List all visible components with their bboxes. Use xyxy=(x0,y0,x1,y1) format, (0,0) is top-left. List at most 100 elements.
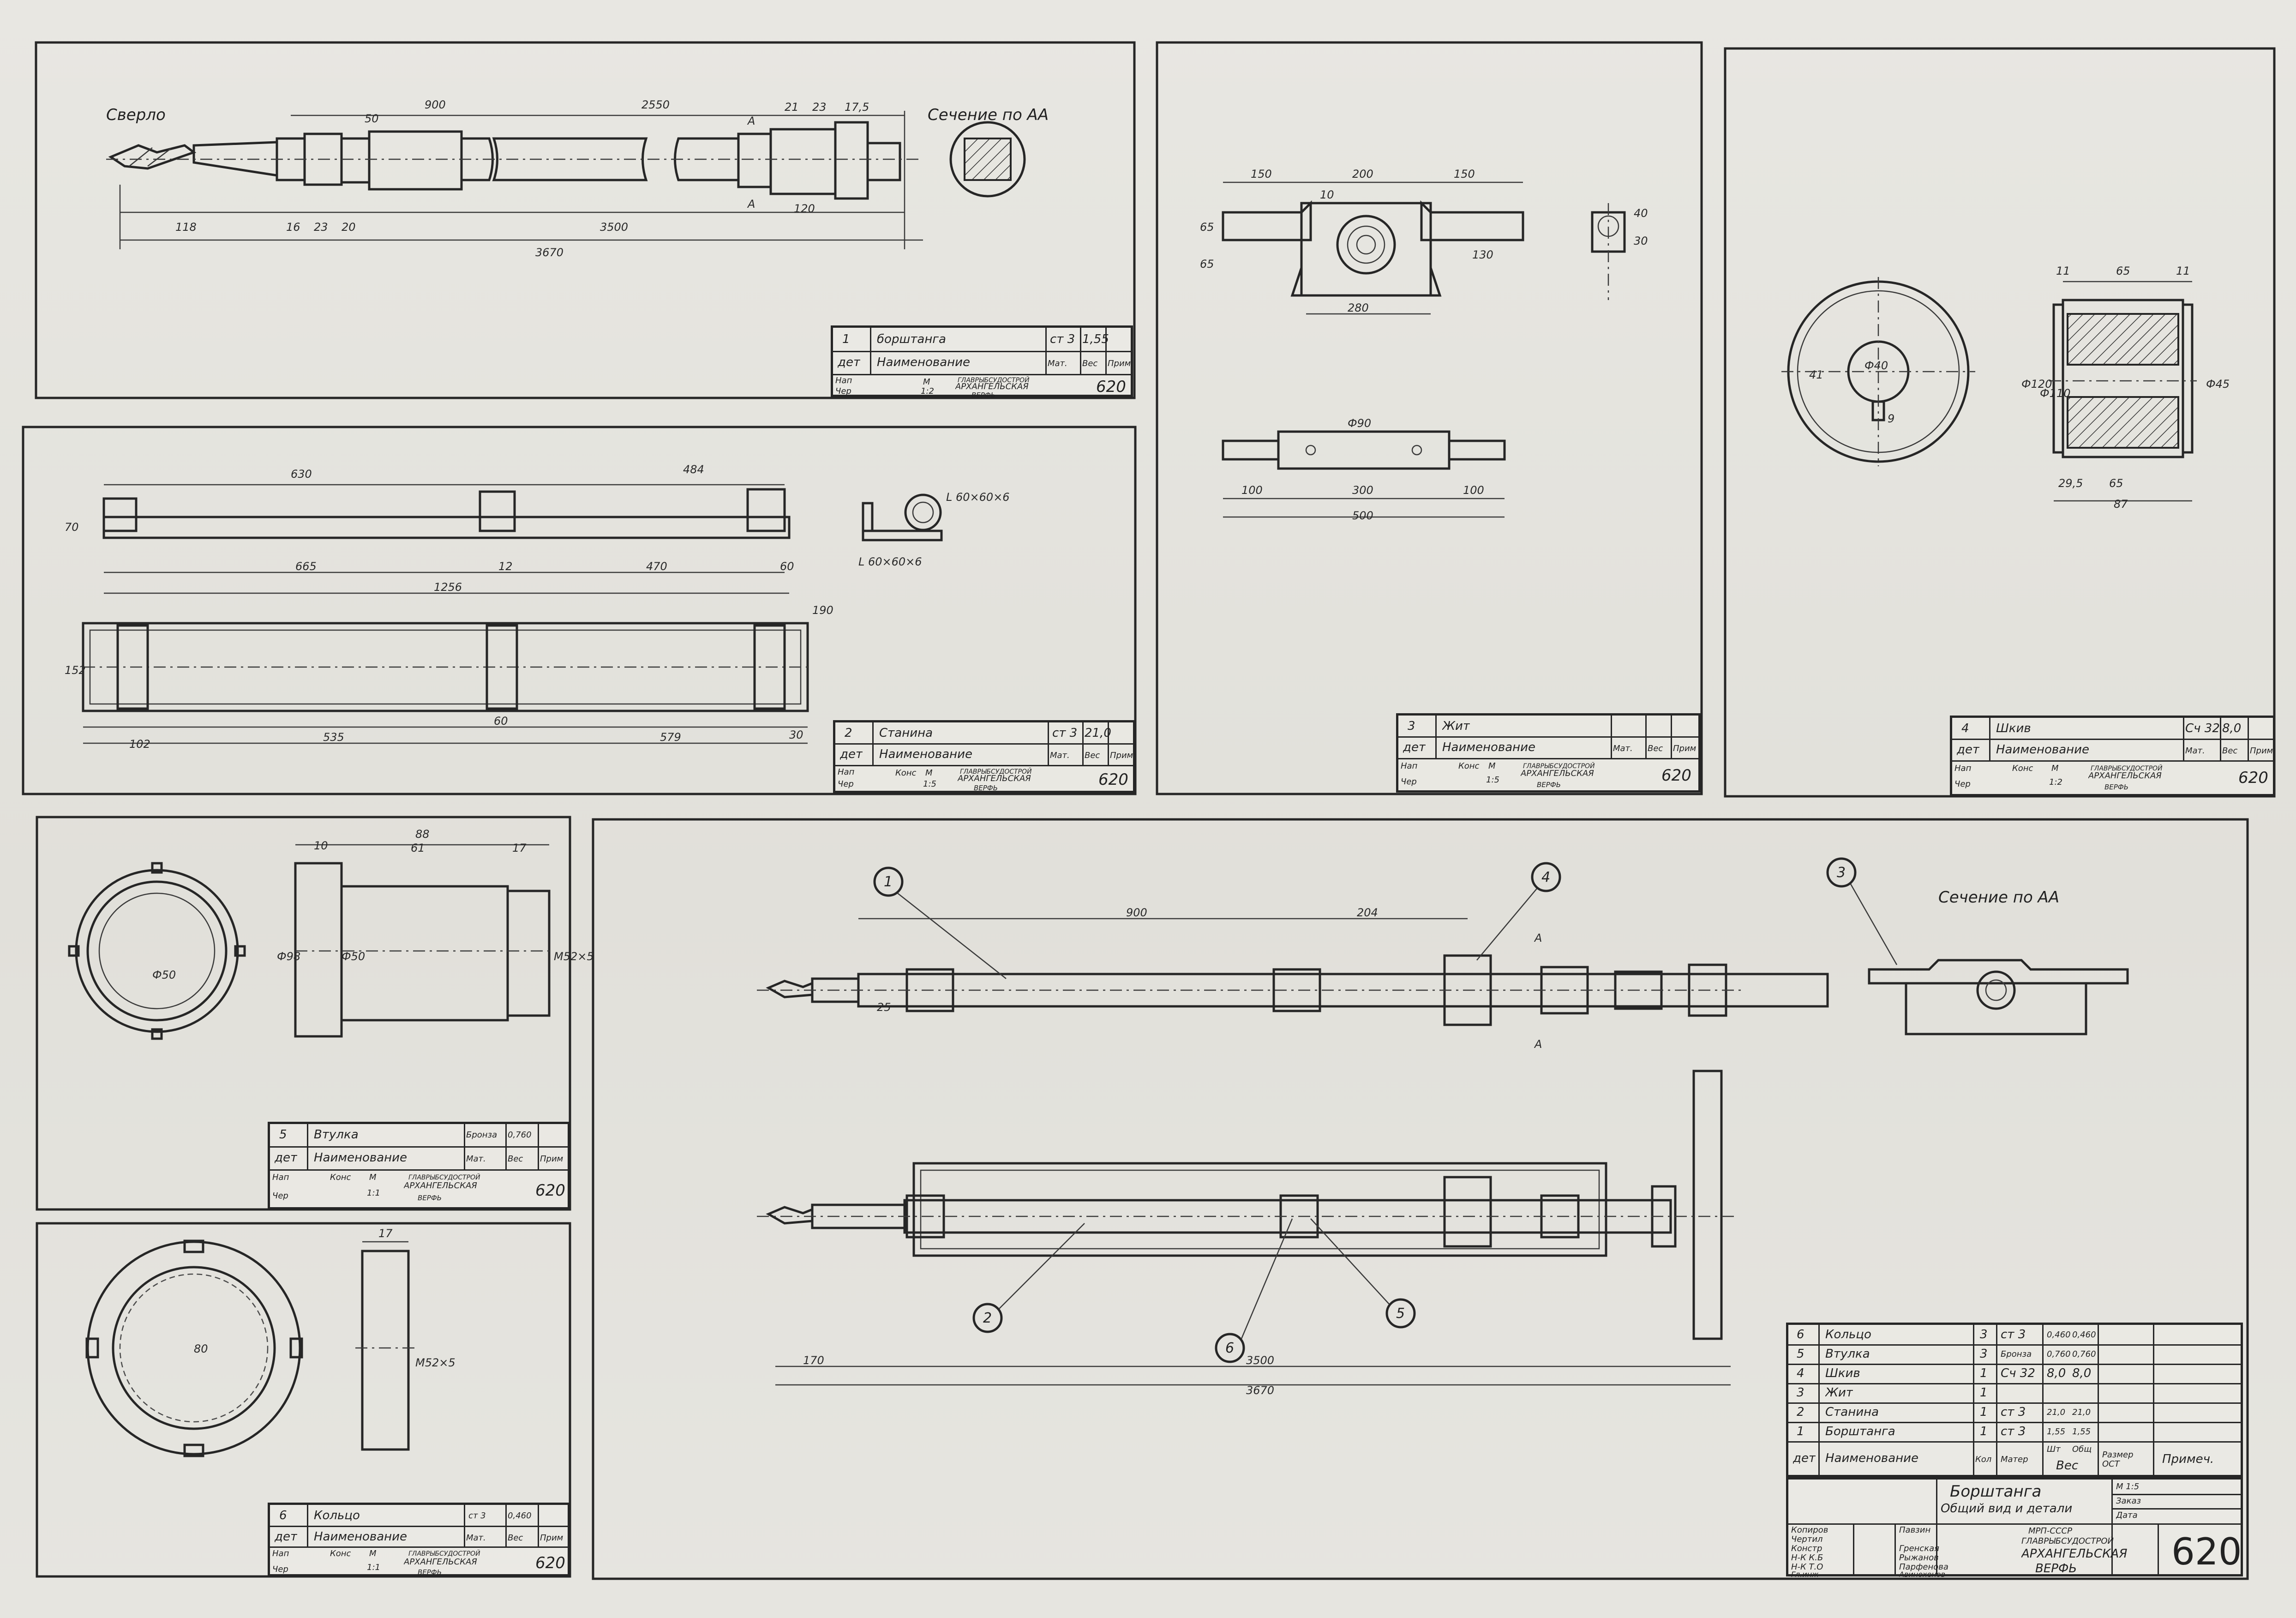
title-block-part4: 4 Шкив Сч 32 8,0 дет Наименование Мат. В… xyxy=(1950,716,2275,796)
svg-text:60: 60 xyxy=(780,560,794,573)
table-row: 1 Борштанга 1 ст 3 1,55 1,55 xyxy=(1788,1422,2241,1443)
svg-text:150: 150 xyxy=(1454,168,1475,180)
svg-text:3670: 3670 xyxy=(1246,1384,1274,1397)
frame-part5 xyxy=(36,816,571,1211)
svg-text:Ф110: Ф110 xyxy=(2040,387,2070,400)
part6-drawing: 17 80 М52×5 xyxy=(85,1227,456,1457)
title-block-part5: 5 Втулка Бронза 0,760 дет Наименование М… xyxy=(268,1122,570,1209)
part4-drawing: 11 65 11 Ф120 Ф110 Ф45 Ф40 41 9 29,5 65 … xyxy=(1781,265,2230,511)
svg-text:170: 170 xyxy=(803,1354,824,1367)
table-row: 2 Станина 1 ст 3 21,0 21,0 xyxy=(1788,1402,2241,1423)
svg-text:88: 88 xyxy=(415,828,430,841)
svg-text:17: 17 xyxy=(378,1227,393,1240)
balloon-1 xyxy=(873,866,904,897)
svg-text:80: 80 xyxy=(194,1342,208,1355)
bushing-circle xyxy=(75,869,239,1033)
balloon-3 xyxy=(1826,857,1857,888)
balloon-4 xyxy=(1531,862,1561,892)
svg-text:130: 130 xyxy=(1472,248,1493,261)
drill-label: Сверло xyxy=(106,106,166,124)
title-block-part6: 6 Кольцо ст 3 0,460 дет Наименование Мат… xyxy=(268,1503,570,1576)
svg-text:280: 280 xyxy=(1348,301,1369,314)
svg-text:61: 61 xyxy=(411,842,425,854)
table-row: 5 Втулка 3 Бронза 0,760 0,760 xyxy=(1788,1344,2241,1365)
svg-text:30: 30 xyxy=(1634,235,1648,247)
svg-text:М52×5: М52×5 xyxy=(554,950,594,963)
assembly-drawing: 1 4 3 2 6 5 Сечение по АА 900 204 25 170… xyxy=(757,857,2129,1397)
svg-text:665: 665 xyxy=(295,560,317,573)
svg-text:12: 12 xyxy=(498,560,513,573)
section-aa-circle xyxy=(949,121,1026,198)
svg-text:М52×5: М52×5 xyxy=(415,1356,456,1369)
svg-text:65: 65 xyxy=(1200,221,1214,234)
svg-text:150: 150 xyxy=(1251,168,1272,180)
svg-text:А: А xyxy=(1534,1038,1542,1051)
svg-text:1256: 1256 xyxy=(434,581,462,594)
title-block-part1: 1 борштанга ст 3 1,55 дет Наименование М… xyxy=(831,325,1133,399)
svg-text:470: 470 xyxy=(646,560,667,573)
frame-part1 xyxy=(35,41,1136,399)
svg-text:65: 65 xyxy=(2109,477,2123,490)
svg-text:1: 1 xyxy=(884,874,893,890)
svg-text:200: 200 xyxy=(1352,168,1373,180)
svg-text:120: 120 xyxy=(794,202,815,215)
specification-table: 6 Кольцо 3 ст 3 0,460 0,460 5 Втулка 3 Б… xyxy=(1786,1323,2243,1477)
svg-text:11: 11 xyxy=(2176,265,2190,277)
svg-text:25: 25 xyxy=(877,1001,891,1014)
svg-text:900: 900 xyxy=(1126,906,1147,919)
svg-text:500: 500 xyxy=(1352,509,1373,522)
svg-text:3500: 3500 xyxy=(1246,1354,1274,1367)
spec-rows: 6 Кольцо 3 ст 3 0,460 0,460 5 Втулка 3 Б… xyxy=(1788,1325,2241,1450)
svg-text:17: 17 xyxy=(512,842,527,854)
svg-text:5: 5 xyxy=(1396,1305,1405,1322)
svg-text:L 60×60×6: L 60×60×6 xyxy=(946,491,1010,504)
svg-text:23: 23 xyxy=(314,221,328,234)
svg-text:Ф40: Ф40 xyxy=(1864,359,1888,372)
part3-drawing: 150 200 150 10 65 130 65 280 40 30 100 3… xyxy=(1200,168,1648,522)
table-row: 3 Жит 1 xyxy=(1788,1383,2241,1404)
svg-text:50: 50 xyxy=(365,112,379,125)
svg-text:152: 152 xyxy=(65,664,86,677)
drawing-subtitle: Общий вид и детали xyxy=(1941,1502,2073,1516)
svg-text:2: 2 xyxy=(983,1310,992,1326)
svg-text:А: А xyxy=(747,198,755,211)
svg-text:21: 21 xyxy=(785,101,799,114)
frame-part2 xyxy=(22,426,1137,795)
svg-text:20: 20 xyxy=(342,221,356,234)
svg-text:3670: 3670 xyxy=(535,246,564,259)
spec-header-row: дет Наименование Кол Матер Шт Общ Вес Ра… xyxy=(1793,1445,2214,1473)
svg-text:Ф50: Ф50 xyxy=(342,950,365,963)
drawing-title: Борштанга xyxy=(1950,1482,2042,1501)
svg-text:30: 30 xyxy=(789,728,803,741)
svg-text:204: 204 xyxy=(1357,906,1378,919)
svg-text:65: 65 xyxy=(2116,265,2130,277)
svg-text:41: 41 xyxy=(1809,368,1823,381)
svg-text:3500: 3500 xyxy=(600,221,628,234)
svg-text:579: 579 xyxy=(660,731,681,744)
frame-part3 xyxy=(1156,41,1703,795)
svg-text:300: 300 xyxy=(1352,484,1373,497)
svg-text:3: 3 xyxy=(1837,865,1846,881)
sheet-number: 620 xyxy=(2171,1530,2242,1573)
svg-text:484: 484 xyxy=(683,463,704,476)
title-block-part3: 3 Жит дет Наименование Мат. Вес Прим Нап… xyxy=(1396,713,1701,793)
svg-text:900: 900 xyxy=(425,98,446,111)
part5-drawing: 88 10 61 17 Ф98 Ф50 М52×5 Ф50 xyxy=(68,828,594,1040)
svg-text:40: 40 xyxy=(1634,207,1648,220)
svg-text:6: 6 xyxy=(1225,1340,1234,1356)
main-title-block: Борштанга Общий вид и детали М 1:5 Заказ… xyxy=(1786,1477,2243,1579)
svg-text:29,5: 29,5 xyxy=(2058,477,2083,490)
title-block-part2: 2 Станина ст 3 21,0 дет Наименование Мат… xyxy=(833,720,1135,793)
svg-text:Ф45: Ф45 xyxy=(2206,378,2230,391)
svg-text:118: 118 xyxy=(175,221,197,234)
svg-text:16: 16 xyxy=(286,221,300,234)
svg-text:60: 60 xyxy=(494,715,508,728)
frame-part4 xyxy=(1724,47,2276,798)
svg-text:11: 11 xyxy=(2056,265,2070,277)
svg-text:23: 23 xyxy=(812,101,827,114)
svg-text:190: 190 xyxy=(812,604,833,617)
section-aa-label: Сечение по АА xyxy=(928,106,1049,124)
svg-text:10: 10 xyxy=(314,839,328,852)
svg-text:65: 65 xyxy=(1200,258,1214,271)
